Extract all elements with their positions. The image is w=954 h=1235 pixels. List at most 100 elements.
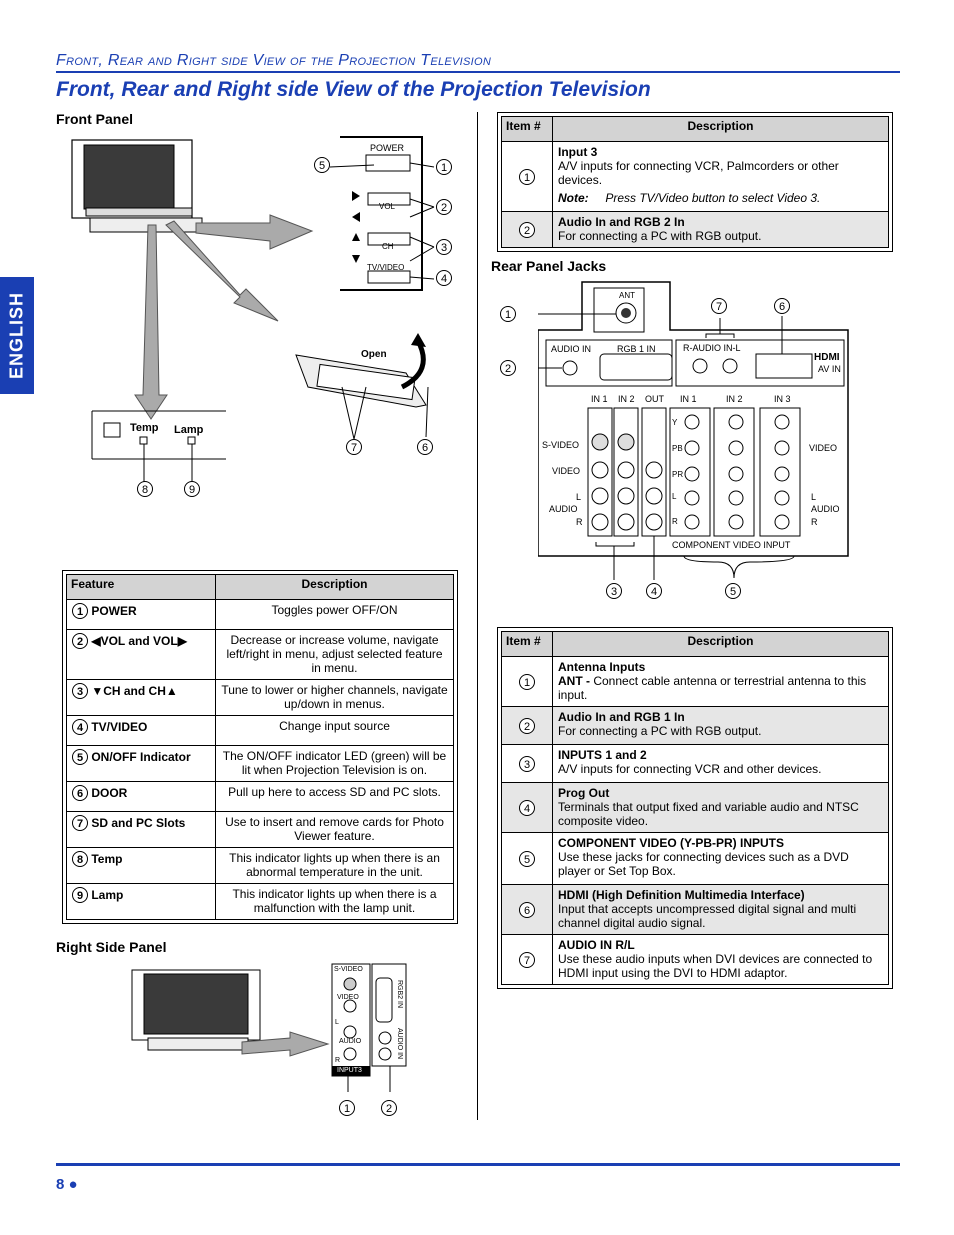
item-desc: Input 3 A/V inputs for connecting VCR, P…	[552, 141, 889, 212]
component-label: COMPONENT VIDEO INPUT	[672, 540, 791, 550]
callout-3: 3	[436, 239, 452, 255]
rear-callout-3: 3	[606, 583, 622, 599]
rs-svideo-label: S-VIDEO	[334, 966, 363, 973]
feature-cell: 1 POWER	[66, 599, 216, 630]
rs-audio-label: AUDIO	[339, 1038, 362, 1045]
item-num: 4	[501, 782, 553, 833]
rgb1-label: RGB 1 IN	[617, 344, 656, 354]
description-header: Description	[215, 574, 454, 600]
rear-callout-1: 1	[500, 306, 516, 322]
rs-l-label: L	[335, 1019, 339, 1026]
feature-cell: 3 ▼CH and CH▲	[66, 679, 216, 716]
audio-l-right-label: L	[811, 492, 817, 502]
rear-callout-7: 7	[711, 298, 727, 314]
item-num: 1	[501, 656, 553, 707]
feature-header: Feature	[66, 574, 216, 600]
page-title: Front, Rear and Right side View of the P…	[56, 78, 651, 101]
feature-cell: 9 Lamp	[66, 883, 216, 920]
item-num: 2	[501, 211, 553, 248]
callout-1: 1	[436, 159, 452, 175]
audio-label: AUDIO	[549, 504, 578, 514]
out-label: OUT	[645, 394, 664, 404]
rear-callout-4: 4	[646, 583, 662, 599]
hdmi-label: HDMI	[814, 352, 840, 363]
front-panel-diagram	[71, 136, 435, 482]
rs-callout-2: 2	[381, 1100, 397, 1116]
right-side-diagram	[131, 963, 407, 1092]
feature-desc: The ON/OFF indicator LED (green) will be…	[215, 745, 454, 782]
rs-r-label: R	[335, 1057, 341, 1064]
input3-table: Item # Description 1 Input 3 A/V inputs …	[497, 112, 893, 252]
item-num: 1	[501, 141, 553, 212]
power-label: POWER	[370, 143, 405, 153]
header-rule	[56, 71, 900, 73]
description-header: Description	[552, 631, 889, 657]
r-label: R	[672, 517, 678, 526]
callout-7: 7	[346, 439, 362, 455]
cin1-label: IN 1	[680, 394, 697, 404]
item-num: 7	[501, 934, 553, 985]
item-header: Item #	[501, 631, 553, 657]
rear-callout-2: 2	[500, 360, 516, 376]
avin-label: AV IN	[818, 364, 841, 374]
footer-rule	[56, 1163, 900, 1166]
feature-cell: 5 ON/OFF Indicator	[66, 745, 216, 782]
feature-cell: 4 TV/VIDEO	[66, 715, 216, 746]
audio-r-right-label: R	[811, 517, 818, 527]
callout-2: 2	[436, 199, 452, 215]
rear-panel-title: Rear Panel Jacks	[491, 258, 607, 274]
pb-label: PB	[672, 444, 683, 453]
rs-audioin-label: AUDIO IN	[396, 1028, 403, 1060]
feature-desc: Change input source	[215, 715, 454, 746]
feature-desc: Use to insert and remove cards for Photo…	[215, 811, 454, 848]
rs-video-label: VIDEO	[337, 994, 359, 1001]
feature-cell: 7 SD and PC Slots	[66, 811, 216, 848]
column-divider	[477, 112, 478, 1120]
lamp-label: Lamp	[174, 424, 204, 436]
feature-cell: 8 Temp	[66, 847, 216, 884]
feature-desc: This indicator lights up when there is a…	[215, 883, 454, 920]
audio-right-label: AUDIO	[811, 504, 840, 514]
front-panel-title: Front Panel	[56, 111, 134, 127]
rs-rgb2-label: RGB2 IN	[396, 980, 403, 1009]
vol-label: VOL	[379, 202, 396, 211]
temp-label: Temp	[130, 422, 159, 434]
rs-callout-1: 1	[339, 1100, 355, 1116]
open-label: Open	[361, 349, 387, 360]
language-tab: ENGLISH	[0, 277, 34, 394]
rs-input3-label: INPUT3	[337, 1067, 362, 1074]
callout-5: 5	[314, 157, 330, 173]
feature-desc: Tune to lower or higher channels, naviga…	[215, 679, 454, 716]
audio-l-label: L	[576, 492, 582, 502]
feature-cell: 6 DOOR	[66, 781, 216, 812]
audio-r-label: R	[576, 517, 583, 527]
video-label: VIDEO	[552, 466, 581, 476]
item-num: 3	[501, 744, 553, 783]
rear-callout-5: 5	[725, 583, 741, 599]
item-num: 6	[501, 884, 553, 935]
cin2-label: IN 2	[726, 394, 743, 404]
l-label: L	[672, 492, 677, 501]
rear-callout-6: 6	[774, 298, 790, 314]
cin3-label: IN 3	[774, 394, 791, 404]
in2-label: IN 2	[618, 394, 635, 404]
right-side-panel-title: Right Side Panel	[56, 939, 167, 955]
feature-desc: Toggles power OFF/ON	[215, 599, 454, 630]
svideo-label: S-VIDEO	[542, 440, 580, 450]
ant-label: ANT	[619, 291, 635, 300]
callout-6: 6	[417, 439, 433, 455]
description-header: Description	[552, 116, 889, 142]
callout-4: 4	[436, 270, 452, 286]
pr-label: PR	[672, 470, 684, 479]
feature-cell: 2 ◀VOL and VOL▶	[66, 629, 216, 680]
y-label: Y	[672, 418, 678, 427]
item-desc: HDMI (High Definition Multimedia Interfa…	[552, 884, 889, 935]
